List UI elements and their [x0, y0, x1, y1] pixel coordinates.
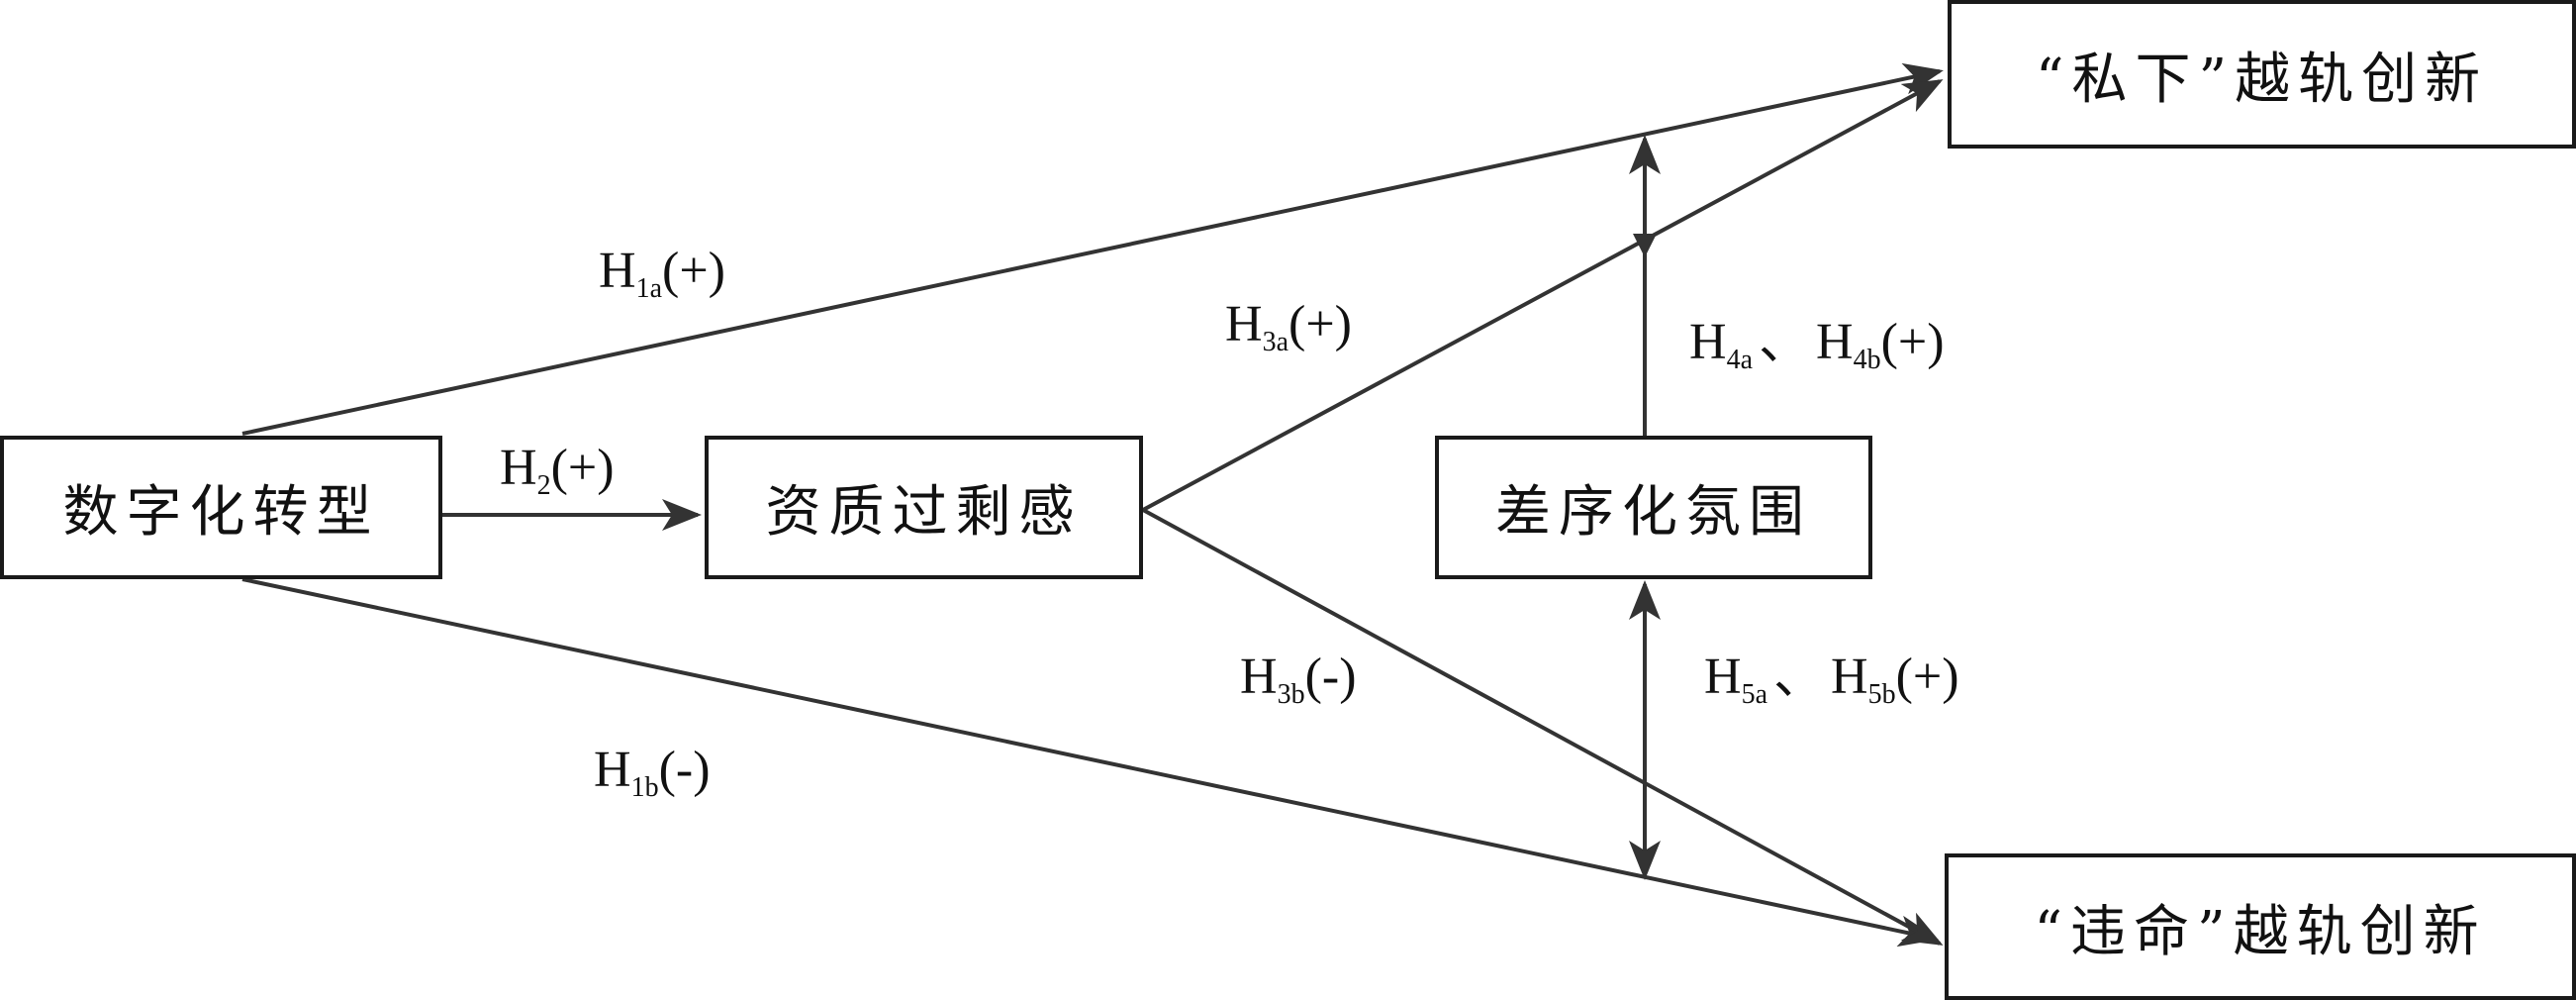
label-h3a: H3a(+) [1225, 296, 1352, 357]
node-differential-climate-label: 差序化氛围 [1495, 480, 1812, 545]
label-h1a: H1a(+) [599, 243, 725, 304]
arrow-h1b [241, 577, 1939, 948]
label-h4: H4a、H4b(+) [1689, 314, 1945, 375]
arrow-h3a [1142, 79, 1944, 512]
node-defiant-deviant-innovation-label: “违命”越轨创新 [2034, 899, 2487, 964]
arrow-h4-tick [1633, 234, 1657, 257]
label-h2: H2(+) [500, 440, 615, 501]
label-h3b: H3b(-) [1240, 649, 1357, 710]
arrow-h3b [1142, 508, 1944, 946]
node-overqualification-label: 资质过剩感 [765, 480, 1083, 545]
label-h1b: H1b(-) [594, 742, 711, 803]
node-overqualification: 资质过剩感 [705, 436, 1143, 579]
node-defiant-deviant-innovation: “违命”越轨创新 [1945, 853, 2576, 1000]
node-private-deviant-innovation: “私下”越轨创新 [1948, 0, 2576, 149]
node-digital-transformation-label: 数字化转型 [62, 480, 380, 545]
node-differential-climate: 差序化氛围 [1435, 436, 1872, 579]
label-h5: H5a、H5b(+) [1704, 649, 1959, 710]
node-digital-transformation: 数字化转型 [0, 436, 442, 579]
node-private-deviant-innovation-label: “私下”越轨创新 [2035, 47, 2489, 112]
arrow-h1a [241, 62, 1944, 436]
